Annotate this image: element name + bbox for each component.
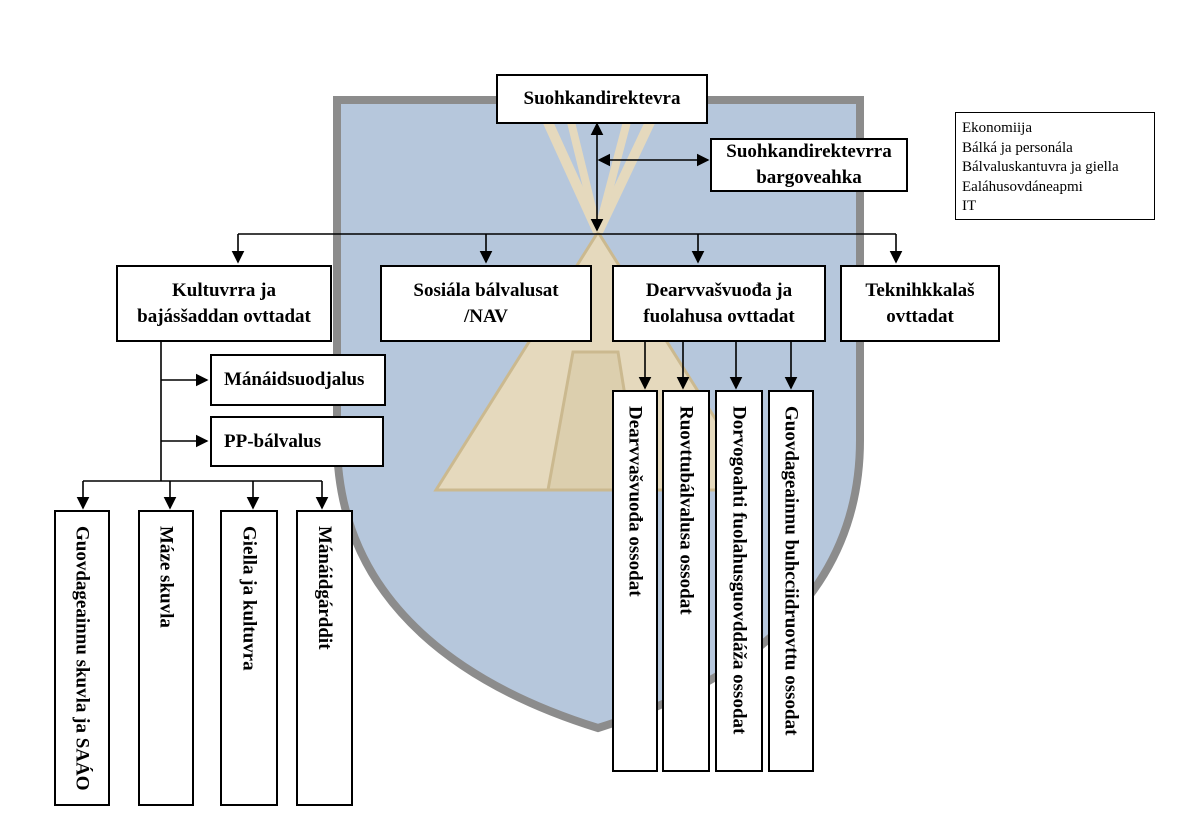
unit-skuvla-box[interactable]: Guovdageainnu skuvla ja SAÁO [54, 510, 110, 806]
unit-skuvla-label: Guovdageainnu skuvla ja SAÁO [71, 526, 93, 791]
unit-dearvvasvuoda-box[interactable]: Dearvvašvuođa ossodat [612, 390, 658, 772]
unit-dorvogoahti-label: Dorvogoahti fuolahusguovddáža ossodat [728, 406, 750, 735]
director-staff-line-2: bargoveahka [756, 167, 862, 188]
director-label: Suohkandirektevra [523, 88, 681, 110]
dept-kultuvra-line-1: Kultuvrra ja [172, 279, 276, 301]
unit-buhcciid-label: Guovdageainnu buhcciidruovttu ossodat [780, 406, 802, 736]
dept-kultuvra-line-2: bajásšaddan ovttadat [137, 305, 311, 327]
unit-manaidsuodjalus-label: Mánáidsuodjalus [224, 369, 365, 391]
unit-giella-label: Giella ja kultuvra [238, 526, 260, 671]
director-box[interactable]: Suohkandirektevra [496, 74, 708, 124]
dept-kultuvra-box[interactable]: Kultuvrra ja bajásšaddan ovttadat [116, 265, 332, 342]
staff-unit: Bálvaluskantuvra ja giella [962, 159, 1119, 175]
unit-ruovttu-label: Ruovttubálvalusa ossodat [675, 406, 697, 615]
staff-unit: Ekonomiija [962, 120, 1032, 136]
unit-ruovttu-box[interactable]: Ruovttubálvalusa ossodat [662, 390, 710, 772]
dept-teknihkka-line-1: Teknihkkalaš [865, 279, 975, 301]
dept-sosiala-line-1: Sosiála bálvalusat [413, 279, 559, 301]
unit-maze-label: Máze skuvla [155, 526, 177, 628]
unit-pp-label: PP-bálvalus [224, 430, 322, 452]
unit-manaidsuodjalus-box[interactable]: Mánáidsuodjalus [210, 354, 386, 406]
dept-dearvvasvuoda-box[interactable]: Dearvvašvuođa ja fuolahusa ovttadat [612, 265, 826, 342]
unit-maze-box[interactable]: Máze skuvla [138, 510, 194, 806]
director-staff-line-1: Suohkandirektevrra [726, 141, 892, 163]
dept-teknihkka-line-2: ovttadat [886, 305, 954, 327]
unit-buhcciid-box[interactable]: Guovdageainnu buhcciidruovttu ossodat [768, 390, 814, 772]
unit-manaidgarddit-box[interactable]: Mánáidgárddit [296, 510, 353, 806]
unit-manaidgarddit-label: Mánáidgárddit [314, 526, 335, 650]
dept-sosiala-line-2: /NAV [464, 305, 508, 327]
dept-dearvvasvuoda-line-2: fuolahusa ovttadat [643, 305, 795, 327]
staff-unit: IT [962, 198, 977, 214]
staff-unit: Ealáhusovdáneapmi [962, 178, 1083, 195]
staff-unit: Bálká ja personála [962, 139, 1073, 156]
unit-giella-box[interactable]: Giella ja kultuvra [220, 510, 278, 806]
unit-dorvogoahti-box[interactable]: Dorvogoahti fuolahusguovddáža ossodat [715, 390, 763, 772]
staff-units-list: Ekonomiija Bálká ja personála Bálvaluska… [955, 112, 1155, 220]
dept-sosiala-box[interactable]: Sosiála bálvalusat /NAV [380, 265, 592, 342]
director-staff-box[interactable]: Suohkandirektevrra bargoveahka [710, 138, 908, 192]
dept-dearvvasvuoda-line-1: Dearvvašvuođa ja [645, 279, 793, 301]
dept-teknihkka-box[interactable]: Teknihkkalaš ovttadat [840, 265, 1000, 342]
unit-dearvvasvuoda-label: Dearvvašvuođa ossodat [624, 406, 646, 597]
unit-pp-box[interactable]: PP-bálvalus [210, 416, 384, 467]
